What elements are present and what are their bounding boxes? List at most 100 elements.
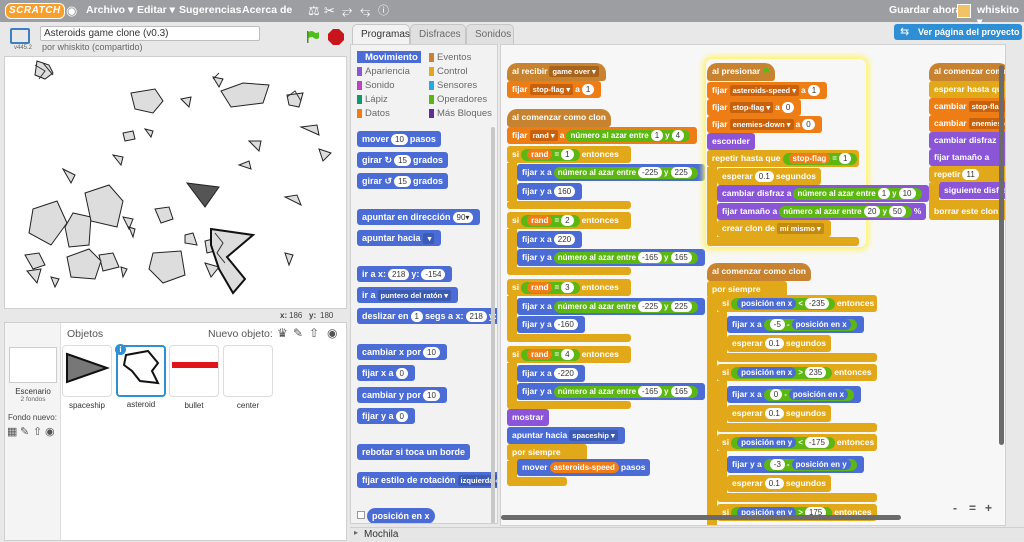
grow-icon[interactable]: ⥂ (342, 3, 353, 18)
sprite-thumb-center[interactable]: center (223, 345, 273, 410)
shrink-icon[interactable]: ⥃ (360, 3, 371, 18)
palette-point-towards-block[interactable]: apuntar hacia ▾ (357, 230, 442, 246)
category-sensores[interactable]: Sensores (429, 80, 477, 91)
when-clone-start-hat-2[interactable]: al comenzar como clon (707, 263, 811, 281)
wait-until-block[interactable]: esperar hasta qu (929, 81, 1005, 98)
category-operadores[interactable]: Operadores (429, 94, 487, 105)
sprite-thumb-asteroid[interactable]: asteroid i (115, 344, 166, 409)
scripts-h-scrollbar[interactable] (501, 515, 901, 520)
switch-costume-2[interactable]: cambiar disfraz (929, 132, 1005, 149)
see-project-page-button[interactable]: Ver página del proyecto (894, 24, 1022, 40)
forever-block[interactable]: por siempre (507, 444, 587, 461)
help-icon[interactable]: ⓘ (378, 5, 389, 17)
backdrop-upload-icon[interactable]: ⇧ (33, 426, 43, 438)
set-y-3[interactable]: fijar y a-160 (517, 316, 585, 333)
camera-icon[interactable]: ◉ (327, 326, 338, 340)
menu-editar[interactable]: Editar ▾ (137, 4, 175, 16)
presentation-mode-icon[interactable] (10, 28, 30, 44)
user-avatar[interactable] (957, 4, 971, 18)
paint-brush-icon[interactable]: ✎ (293, 326, 304, 340)
set-y-minus[interactable]: fijar y a-3-posición en y (727, 456, 864, 473)
when-flag-clicked-hat[interactable]: al presionar ⚑ (707, 63, 776, 81)
category-datos[interactable]: Datos (357, 108, 390, 119)
sprite-info-icon[interactable]: i (115, 344, 126, 355)
duplicate-stamp-icon[interactable]: ⚖ (308, 3, 320, 18)
category-movimiento[interactable]: Movimiento (357, 51, 421, 63)
forever-block-2[interactable]: por siempre (707, 281, 787, 298)
hide-block[interactable]: esconder (707, 133, 755, 150)
zoom-reset-button[interactable]: = (969, 501, 977, 515)
menu-acerca[interactable]: Acerca de (242, 4, 293, 16)
tab-disfraces[interactable]: Disfraces (410, 24, 466, 44)
category-lapiz[interactable]: Lápiz (357, 94, 388, 105)
scripts-v-scrollbar[interactable] (999, 65, 1004, 445)
zoom-in-button[interactable]: + (985, 501, 993, 515)
palette-xposition-reporter[interactable]: posición en x (367, 508, 435, 523)
sprite-library-icon[interactable]: ♛ (277, 326, 288, 340)
show-block[interactable]: mostrar (507, 409, 549, 426)
set-x-4[interactable]: fijar x a-220 (517, 365, 585, 382)
tab-sonidos[interactable]: Sonidos (466, 24, 514, 44)
category-sonido[interactable]: Sonido (357, 80, 395, 91)
green-flag-button[interactable] (306, 30, 320, 44)
backdrop-paint-icon[interactable]: ✎ (20, 426, 30, 438)
stop-button[interactable] (328, 29, 344, 45)
palette-scrollbar[interactable] (491, 127, 495, 523)
menu-archivo[interactable]: Archivo ▾ (86, 4, 134, 16)
category-control[interactable]: Control (429, 66, 468, 77)
set-size-2[interactable]: fijar tamaño a (929, 149, 1005, 166)
when-clone-start-hat[interactable]: al comenzar como clon (507, 109, 611, 127)
project-title-input[interactable]: Asteroids game clone (v0.3) (40, 26, 260, 41)
next-costume-block[interactable]: siguiente disfra (939, 182, 1005, 199)
backpack-bar[interactable]: Mochila (350, 527, 1024, 541)
globe-icon[interactable]: ◉ (66, 3, 78, 18)
save-now-button[interactable]: Guardar ahora (889, 4, 962, 16)
category-eventos[interactable]: Eventos (429, 52, 471, 63)
delete-scissors-icon[interactable]: ✂ (324, 3, 335, 18)
category-apariencia[interactable]: Apariencia (357, 66, 410, 77)
scratch-logo[interactable]: SCRATCH (5, 3, 65, 19)
sprite-thumb-bullet[interactable]: bullet (169, 345, 219, 410)
backdrop-library-icon[interactable]: ▦ (7, 426, 18, 438)
category-mas-bloques[interactable]: Más Bloques (429, 108, 492, 119)
stage-thumbnail[interactable] (9, 347, 57, 383)
user-menu[interactable]: whiskito ▾ (977, 4, 1020, 28)
